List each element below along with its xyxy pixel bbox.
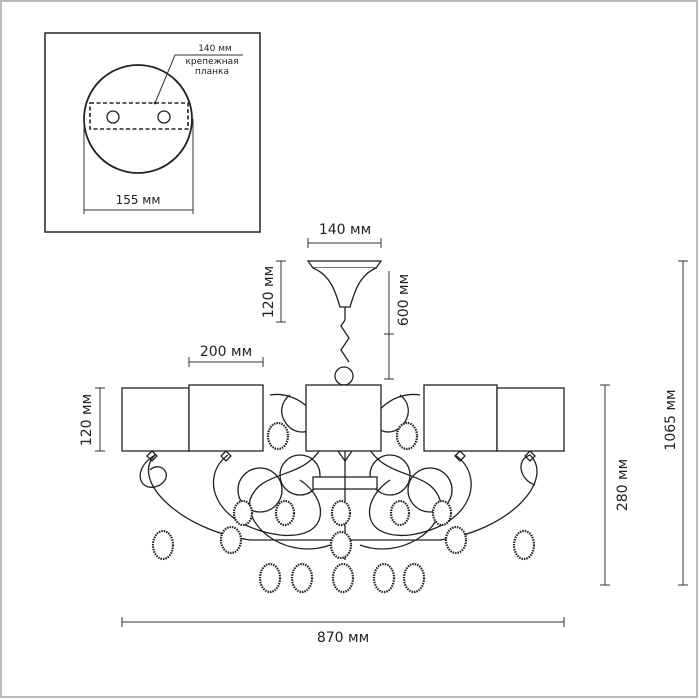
plate-label-line1: крепежная xyxy=(185,57,238,67)
lamp-shade xyxy=(188,384,264,452)
inset-frame xyxy=(44,32,261,233)
canopy-diameter-label: 155 мм xyxy=(116,193,161,207)
shade-width-label: 200 мм xyxy=(200,344,252,360)
total-height-label: 1065 мм xyxy=(663,389,679,450)
screw-hole xyxy=(106,110,120,124)
plate-width-label: 140 мм xyxy=(198,44,232,54)
mounting-plate-outline xyxy=(89,102,189,130)
shade-height-label: 120 мм xyxy=(79,394,95,446)
lamp-shade xyxy=(305,384,382,452)
chandelier xyxy=(121,260,565,594)
plate-label-line2: планка xyxy=(195,67,229,77)
screw-hole xyxy=(157,110,171,124)
canopy-width-label: 140 мм xyxy=(319,222,371,238)
dim-chain-length: 600 мм xyxy=(384,271,412,380)
lamp-shade xyxy=(121,387,190,452)
lamp-shade xyxy=(423,384,498,452)
dim-canopy-height: 120 мм xyxy=(261,260,286,323)
dim-body-height: 280 мм xyxy=(600,384,631,586)
dim-shade-height: 120 мм xyxy=(79,387,105,452)
inset-mounting-plate: 140 мм крепежная планка 155 мм xyxy=(44,32,261,233)
canopy-cone xyxy=(312,267,377,308)
total-width-label: 870 мм xyxy=(317,630,369,646)
chain-ring xyxy=(334,366,354,386)
chain xyxy=(340,319,350,363)
leader-line xyxy=(154,54,243,104)
dim-canopy-width: 140 мм xyxy=(307,222,382,248)
crystals xyxy=(151,421,536,594)
canopy-height-label: 120 мм xyxy=(261,266,277,318)
dim-total-width: 870 мм xyxy=(121,617,565,646)
leader-dot xyxy=(153,101,157,105)
arms xyxy=(139,393,538,560)
chain-length-label: 600 мм xyxy=(396,274,412,326)
dim-shade-width: 200 мм xyxy=(188,344,264,367)
lamp-shade xyxy=(496,387,565,452)
canopy-plate xyxy=(306,260,383,269)
canopy-circle xyxy=(83,64,193,174)
body-height-label: 280 мм xyxy=(615,459,631,511)
dim-total-height: 1065 мм xyxy=(663,260,688,586)
